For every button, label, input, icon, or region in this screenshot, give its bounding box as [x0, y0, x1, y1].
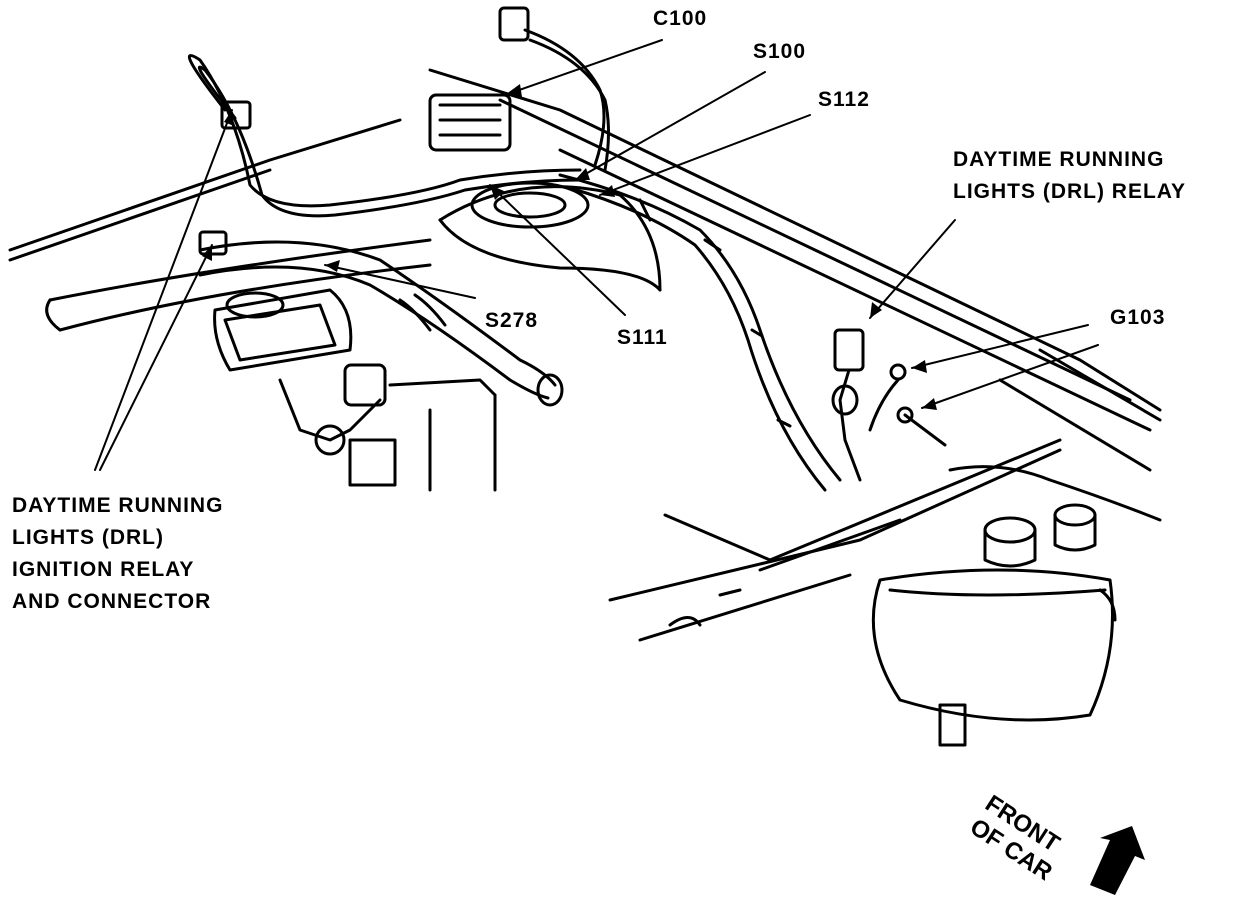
label-c100: C100 [653, 7, 708, 30]
label-s100: S100 [753, 40, 807, 63]
radiator-support [608, 438, 1062, 642]
label-drl-relay-line2: LIGHTS (DRL) RELAY [953, 180, 1187, 203]
cowl-panel-outline [428, 68, 1162, 472]
ignition-relay-harness [187, 54, 582, 256]
label-s112: S112 [818, 88, 870, 111]
label-drl-relay: DAYTIME RUNNING LIGHTS (DRL) RELAY [953, 144, 1186, 208]
ground-bolts [868, 363, 947, 447]
main-harness [558, 173, 842, 492]
label-s278: S278 [485, 309, 539, 332]
brake-reservoir [213, 288, 497, 492]
left-fender-outline [8, 118, 432, 332]
label-drl-ignition-line4: AND CONNECTOR [12, 590, 212, 613]
leader-arrowheads [202, 84, 937, 410]
strut-tower [438, 181, 662, 292]
leader-lines [94, 39, 1099, 471]
label-drl-relay-line1: DAYTIME RUNNING [953, 148, 1165, 171]
label-drl-ignition-relay: DAYTIME RUNNING LIGHTS (DRL) IGNITION RE… [12, 490, 223, 618]
front-arrow-icon [1090, 826, 1145, 895]
label-drl-ignition-line1: DAYTIME RUNNING [12, 494, 224, 517]
coolant-reservoir [871, 465, 1162, 747]
label-drl-ignition-line2: LIGHTS (DRL) [12, 526, 164, 549]
drl-relay-drawing [831, 328, 865, 482]
label-drl-ignition-line3: IGNITION RELAY [12, 558, 195, 581]
label-s111: S111 [617, 326, 668, 349]
label-g103: G103 [1110, 306, 1166, 329]
c100-connector-block [428, 6, 610, 172]
